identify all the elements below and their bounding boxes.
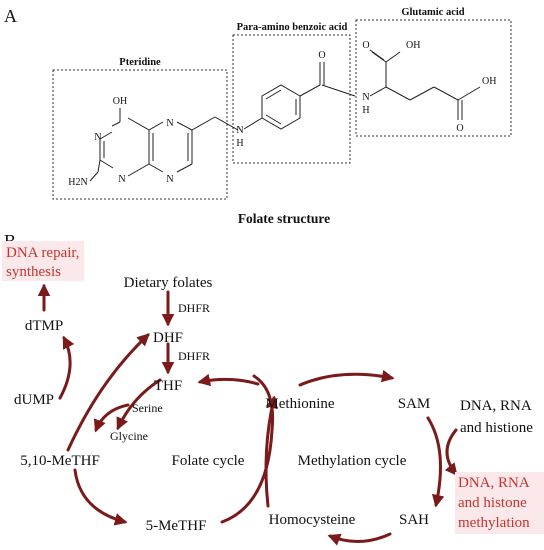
paba-structure	[243, 62, 356, 130]
arrow-dump-dtmp	[58, 335, 75, 400]
node-serine: Serine	[132, 401, 163, 415]
glutamic-label: Glutamic acid	[401, 7, 464, 18]
paba-o: O	[318, 50, 325, 61]
node-sah: SAH	[399, 512, 429, 528]
arrow-homocysteine-methionine	[264, 395, 278, 508]
panel-a-label: A	[4, 6, 17, 26]
pteridine-n4: N	[166, 174, 173, 185]
arrow-methylene-5methf	[73, 468, 128, 526]
arrow-methionine-thf	[197, 373, 260, 387]
glutamic-oh2: OH	[482, 76, 496, 87]
paba-n: N	[236, 125, 243, 136]
glutamic-o1: O	[362, 40, 369, 51]
arrow-methylene-dhf	[66, 333, 150, 452]
pteridine-box	[52, 69, 228, 200]
pteridine-oh: OH	[113, 96, 127, 107]
node-methylation-line2: and histone	[458, 495, 527, 511]
arrow-sam-sah	[426, 416, 445, 508]
node-methylation-line1: DNA, RNA	[458, 475, 530, 491]
pteridine-n3: N	[166, 118, 173, 129]
label-folate-cycle: Folate cycle	[172, 453, 245, 469]
node-sam: SAM	[398, 396, 431, 412]
paba-label: Para-amino benzoic acid	[237, 22, 348, 33]
glutamic-o2: O	[456, 123, 463, 134]
pteridine-h2n: H2N	[68, 177, 87, 188]
pteridine-structure	[89, 108, 239, 182]
pteridine-n2: N	[118, 174, 125, 185]
arrow-dna-methylation	[444, 428, 458, 476]
node-glycine: Glycine	[110, 429, 148, 443]
node-homocysteine: Homocysteine	[269, 512, 356, 528]
paba-box	[232, 34, 351, 164]
repair-highlight-bg	[2, 241, 84, 281]
glutamic-oh1: OH	[406, 40, 420, 51]
arrow-sah-homocysteine	[327, 532, 392, 546]
pathway-arrows	[37, 283, 458, 546]
arrow-serine-glycine	[93, 403, 130, 433]
pteridine-n1: N	[94, 132, 101, 143]
glutamic-h: H	[362, 105, 369, 116]
node-dna-repair-line1: DNA repair,	[6, 245, 80, 261]
enzyme-dhfr-2: DHFR	[178, 349, 210, 363]
node-dietary-folates: Dietary folates	[124, 275, 213, 291]
node-dna-rna-line1: DNA, RNA	[460, 398, 532, 414]
methylation-highlight-bg	[455, 472, 544, 534]
node-dhf: DHF	[153, 330, 183, 346]
label-methylation-cycle: Methylation cycle	[298, 453, 407, 469]
node-dump: dUMP	[14, 392, 54, 408]
node-5-10-methf: 5,10-MeTHF	[20, 453, 100, 469]
arrow-methionine-sam	[298, 369, 395, 387]
enzyme-dhfr-1: DHFR	[178, 301, 210, 315]
paba-h: H	[236, 138, 243, 149]
node-methylation-line3: methylation	[458, 515, 530, 531]
node-thf: THF	[154, 378, 182, 394]
node-5-methf: 5-MeTHF	[146, 518, 207, 534]
node-dna-repair-line2: synthesis	[6, 264, 61, 280]
glutamic-n: N	[362, 92, 369, 103]
pteridine-label: Pteridine	[119, 57, 161, 68]
glutamic-box	[355, 19, 512, 137]
panel-a-caption: Folate structure	[238, 211, 330, 226]
glutamic-structure	[369, 49, 481, 120]
node-methionine: Methionine	[265, 396, 334, 412]
arrow-5methf-methionine-curve	[220, 374, 275, 524]
node-dna-rna-line2: and histione	[460, 420, 533, 436]
node-dtmp: dTMP	[25, 318, 63, 334]
arrow-thf-methylene	[116, 378, 162, 431]
